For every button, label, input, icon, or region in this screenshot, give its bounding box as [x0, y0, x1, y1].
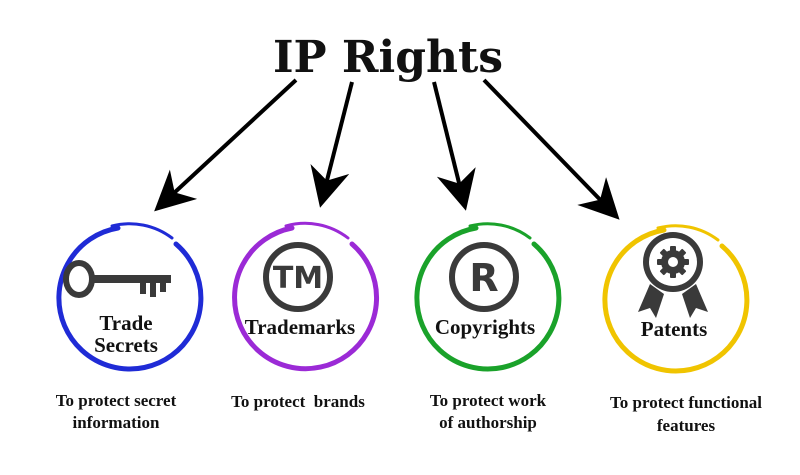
arrows	[154, 78, 620, 220]
node-trade-secrets: Trade Secrets To protect secret informat…	[56, 222, 204, 432]
node-description: To protect secret	[56, 391, 177, 410]
node-label: Trademarks	[245, 315, 355, 339]
circle-ring-tail	[110, 222, 174, 240]
arrow-to-copyrights	[432, 81, 476, 211]
node-label: Patents	[641, 317, 708, 341]
registered-icon: R	[449, 242, 519, 312]
trademark-symbol: TM	[273, 261, 323, 296]
award-gear-icon	[638, 232, 708, 318]
node-label: Secrets	[94, 333, 158, 357]
arrow-to-trade-secrets	[154, 78, 298, 212]
node-description: features	[657, 416, 716, 435]
arrow-to-trademarks	[310, 81, 354, 208]
circle-ring-tail	[284, 221, 350, 240]
trademark-icon: TM	[263, 242, 333, 312]
circle-ring-tail	[656, 224, 720, 242]
node-description: To protect work	[430, 391, 547, 410]
circle-ring	[232, 225, 380, 372]
diagram-title: IP Rights	[273, 32, 503, 83]
node-label: Copyrights	[435, 315, 535, 339]
key-icon	[63, 260, 171, 298]
node-description: To protect functional	[610, 393, 762, 412]
arrow-to-patents	[482, 78, 620, 220]
node-description: information	[73, 413, 160, 432]
node-description: of authorship	[439, 413, 537, 432]
node-copyrights: R Copyrights To protect work of authorsh…	[414, 222, 562, 432]
gear-icon	[657, 246, 689, 278]
ribbon-tails	[638, 284, 708, 318]
registered-symbol: R	[469, 256, 498, 300]
circle-ring	[602, 227, 750, 374]
node-patents: Patents To protect functional features	[602, 224, 762, 435]
node-trademarks: TM Trademarks To protect brands	[231, 221, 380, 411]
circle-ring	[414, 225, 562, 372]
node-description: To protect brands	[231, 392, 365, 411]
circle-ring	[56, 225, 204, 372]
node-label: Trade	[99, 311, 152, 335]
circle-ring-tail	[468, 222, 532, 240]
